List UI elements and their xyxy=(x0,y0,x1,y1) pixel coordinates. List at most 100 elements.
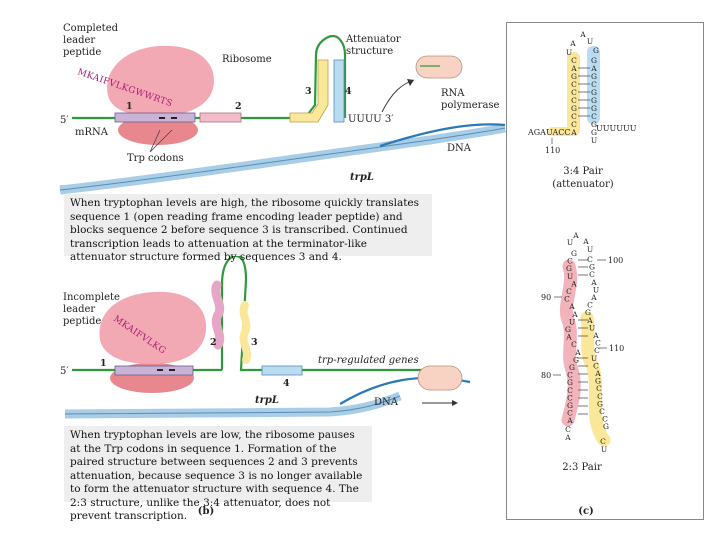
trpl-label-top: trpL xyxy=(350,172,374,183)
attenuator-label-2: structure xyxy=(346,46,393,57)
completed-leader-label-1: Completed xyxy=(63,23,119,34)
incomplete-leader-label-2: leader xyxy=(63,304,95,315)
rna-polymerase-top xyxy=(415,55,463,79)
nt-23-left: A xyxy=(566,416,573,425)
nt-23-left: U xyxy=(569,317,575,326)
panel-c-nucleotides: AUAGUCAGCCCGCCAGAGCGGGCGGUUAAUGCGUACCAAU… xyxy=(564,30,609,454)
nt-23-right: C xyxy=(589,270,595,279)
ribosome-large-subunit-top xyxy=(107,45,215,117)
ribosome-label: Ribosome xyxy=(222,54,272,65)
nt-34-right: G xyxy=(591,72,597,81)
pair23-tick-80: 80 xyxy=(541,371,551,380)
seq1-segment-top xyxy=(114,112,196,123)
incomplete-leader-label-3: peptide xyxy=(63,316,101,327)
ribosome-small-subunit-top xyxy=(118,115,198,145)
nt-23-left: G xyxy=(566,264,572,273)
pair34-title: 3:4 Pair xyxy=(563,166,603,177)
nt-23-right: C xyxy=(593,361,599,370)
nt-34-left: A xyxy=(570,128,577,137)
nt-23-right: C xyxy=(587,255,593,264)
seq3-label-top: 3 xyxy=(305,86,312,97)
nt-23-right: A xyxy=(586,316,593,325)
stem-loop-bottom xyxy=(220,254,425,372)
pair34-tail-left: AGAUACC xyxy=(527,128,570,137)
seq2-segment-top xyxy=(199,112,242,123)
nt-23-right: G xyxy=(597,399,603,408)
release-arrow xyxy=(381,79,415,113)
nt-23-loop: U xyxy=(567,238,573,247)
nt-34-loop: A xyxy=(579,30,586,39)
nt-23-right: C xyxy=(599,407,605,416)
nt-23-right: A xyxy=(590,278,597,287)
nt-23-left: G xyxy=(565,325,571,334)
five-prime-label-top: 5′ xyxy=(60,115,69,126)
nt-23-left: A xyxy=(565,333,572,342)
ribosome-large-subunit-bottom xyxy=(99,291,207,364)
nt-23-right: G xyxy=(595,377,601,386)
dna-strand-top-dark xyxy=(379,123,506,148)
nt-23-left: G xyxy=(573,355,579,364)
seq1-segment-bottom xyxy=(114,365,194,376)
seq2-label-top: 2 xyxy=(235,101,242,112)
pair23-title: 2:3 Pair xyxy=(562,462,602,473)
seq2-wavy-segment xyxy=(211,280,225,350)
trpl-label-bottom: trpL xyxy=(255,395,279,406)
nt-34-left: G xyxy=(571,104,577,113)
nt-34-right: U xyxy=(591,136,597,145)
pair34-tail-right: UUUUUU xyxy=(596,124,637,133)
nt-34-right: G xyxy=(591,56,597,65)
nt-23-right: U xyxy=(589,323,595,332)
nt-23-left: U xyxy=(567,272,573,281)
rna-polymerase-label-1: RNA xyxy=(441,88,465,99)
panel-b-label: (b) xyxy=(198,506,214,517)
seq1-label-bottom: 1 xyxy=(100,358,107,369)
nt-34-left: C xyxy=(571,112,577,121)
nt-34-right: G xyxy=(591,104,597,113)
nt-23-right: U xyxy=(591,354,597,363)
nt-23-loop: A xyxy=(572,231,579,240)
incomplete-leader-label-1: Incomplete xyxy=(63,292,120,303)
seq4-label-top: 4 xyxy=(345,86,352,97)
nt-34-right: A xyxy=(590,64,597,73)
nt-23-tail-right: C xyxy=(600,437,606,446)
bottom-diagram: Incomplete leader peptide MKAIFVLKG 5′ 1… xyxy=(60,254,471,517)
nt-23-right: A xyxy=(592,331,599,340)
nt-23-left: G xyxy=(571,249,577,258)
nt-23-left: A xyxy=(571,310,578,319)
rna-polymerase-bottom xyxy=(417,365,463,391)
nt-34-loop: G xyxy=(593,46,599,55)
nt-23-right: G xyxy=(585,308,591,317)
nt-34-left: C xyxy=(571,80,577,89)
seq3-wavy-segment xyxy=(239,301,251,364)
nt-23-right: C xyxy=(587,301,593,310)
nt-34-right: G xyxy=(591,96,597,105)
nt-34-left: A xyxy=(570,64,577,73)
pair34-tick-110: 110 xyxy=(545,146,560,155)
nt-23-loop: U xyxy=(587,245,593,254)
nt-23-right: A xyxy=(590,293,597,302)
dna-label-top: DNA xyxy=(447,143,472,154)
nt-23-left: C xyxy=(567,409,573,418)
nt-34-left: G xyxy=(571,72,577,81)
panel-c-frame xyxy=(506,22,704,520)
seq2-label-bottom: 2 xyxy=(210,337,217,348)
pair34-right-highlight xyxy=(587,46,600,124)
nt-23-left: A xyxy=(574,348,581,357)
nt-23-tail-right: U xyxy=(601,445,607,454)
nt-23-right: C xyxy=(602,415,608,424)
nt-23-left: G xyxy=(569,363,575,372)
seq1-label-top: 1 xyxy=(126,101,133,112)
nt-23-left: A xyxy=(568,302,575,311)
uuuu-label: UUUU 3′ xyxy=(348,114,394,125)
panel-c-highlights xyxy=(548,46,611,447)
seq3-stem-top xyxy=(289,59,329,123)
nt-23-right: U xyxy=(593,285,599,294)
nt-23-right: C xyxy=(594,346,600,355)
nt-34-left: U xyxy=(566,48,572,57)
nt-23-left: C xyxy=(566,287,572,296)
nt-23-left: G xyxy=(567,378,573,387)
pair34-subtitle: (attenuator) xyxy=(552,179,613,190)
pair23-tick-100: 100 xyxy=(608,256,623,265)
dna-label-bottom: DNA xyxy=(374,397,399,408)
